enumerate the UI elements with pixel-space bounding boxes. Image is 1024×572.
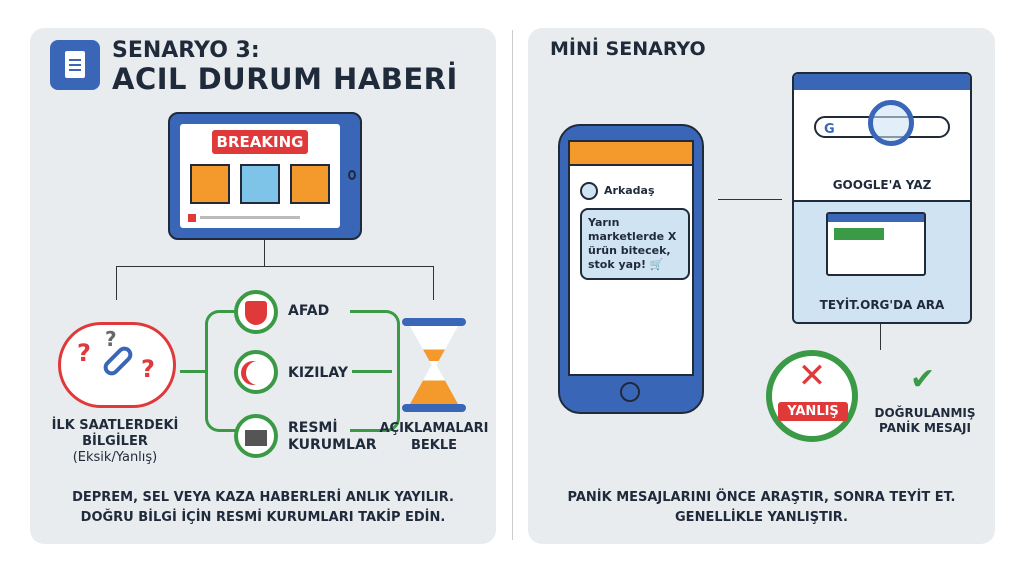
afad-logo-icon <box>234 290 278 334</box>
divider <box>512 30 513 540</box>
hourglass-icon <box>402 318 466 412</box>
institution-official: RESMİ KURUMLAR <box>288 420 377 453</box>
left-panel <box>30 28 496 544</box>
verdict-badge: YANLIŞ <box>778 402 848 421</box>
wait-label: AÇIKLAMALARI BEKLE <box>379 421 489 453</box>
verified-label: DOĞRULANMIŞ PANİK MESAJI <box>874 406 976 435</box>
browser-window: G GOOGLE'A YAZ TEYİT.ORG'DA ARA <box>792 72 972 324</box>
tablet-illustration: BREAKING <box>168 112 362 240</box>
chat-message: Yarın marketlerde X ürün bitecek, stok y… <box>580 208 690 280</box>
breaking-badge: BREAKING <box>212 130 308 154</box>
magnifier-icon <box>868 100 914 146</box>
scenario-label: SENARYO 3: <box>112 38 260 63</box>
flood-icon <box>240 164 280 204</box>
phone-illustration: Arkadaş Yarın marketlerde X ürün bitecek… <box>558 124 704 414</box>
google-g-icon: G <box>824 122 835 137</box>
page-title: ACIL DURUM HABERİ <box>112 62 458 96</box>
false-seal-icon: ✕ YANLIŞ <box>766 350 858 442</box>
check-icon: ✔ <box>910 362 936 397</box>
car-crash-icon <box>290 164 330 204</box>
sender-name: Arkadaş <box>604 184 655 197</box>
kizilay-logo-icon <box>234 350 278 394</box>
document-icon <box>50 40 100 90</box>
source-note: (Eksik/Yanlış) <box>72 450 158 465</box>
building-icon <box>190 164 230 204</box>
left-footer-line-1: DEPREM, SEL VEYA KAZA HABERLERİ ANLIK YA… <box>72 490 454 505</box>
fact-check-page-icon <box>826 212 926 276</box>
user-avatar-icon <box>580 182 598 200</box>
right-footer-line-2: GENELLİKLE YANLIŞTIR. <box>675 510 848 525</box>
institution-afad: AFAD <box>288 303 330 319</box>
source-label: İLK SAATLERDEKİ BİLGİLER <box>51 418 179 449</box>
step-google: GOOGLE'A YAZ <box>832 178 932 192</box>
step-teyit: TEYİT.ORG'DA ARA <box>819 298 945 312</box>
mini-scenario-title: MİNİ SENARYO <box>550 38 706 60</box>
confusion-cloud-icon: ? ? ? <box>58 322 176 408</box>
government-building-icon <box>234 414 278 458</box>
left-footer-line-2: DOĞRU BİLGİ İÇİN RESMİ KURUMLARI TAKİP E… <box>80 510 446 525</box>
institution-kizilay: KIZILAY <box>288 365 348 381</box>
right-footer-line-1: PANİK MESAJLARINI ÖNCE ARAŞTIR, SONRA TE… <box>567 490 956 505</box>
home-button <box>620 382 640 402</box>
